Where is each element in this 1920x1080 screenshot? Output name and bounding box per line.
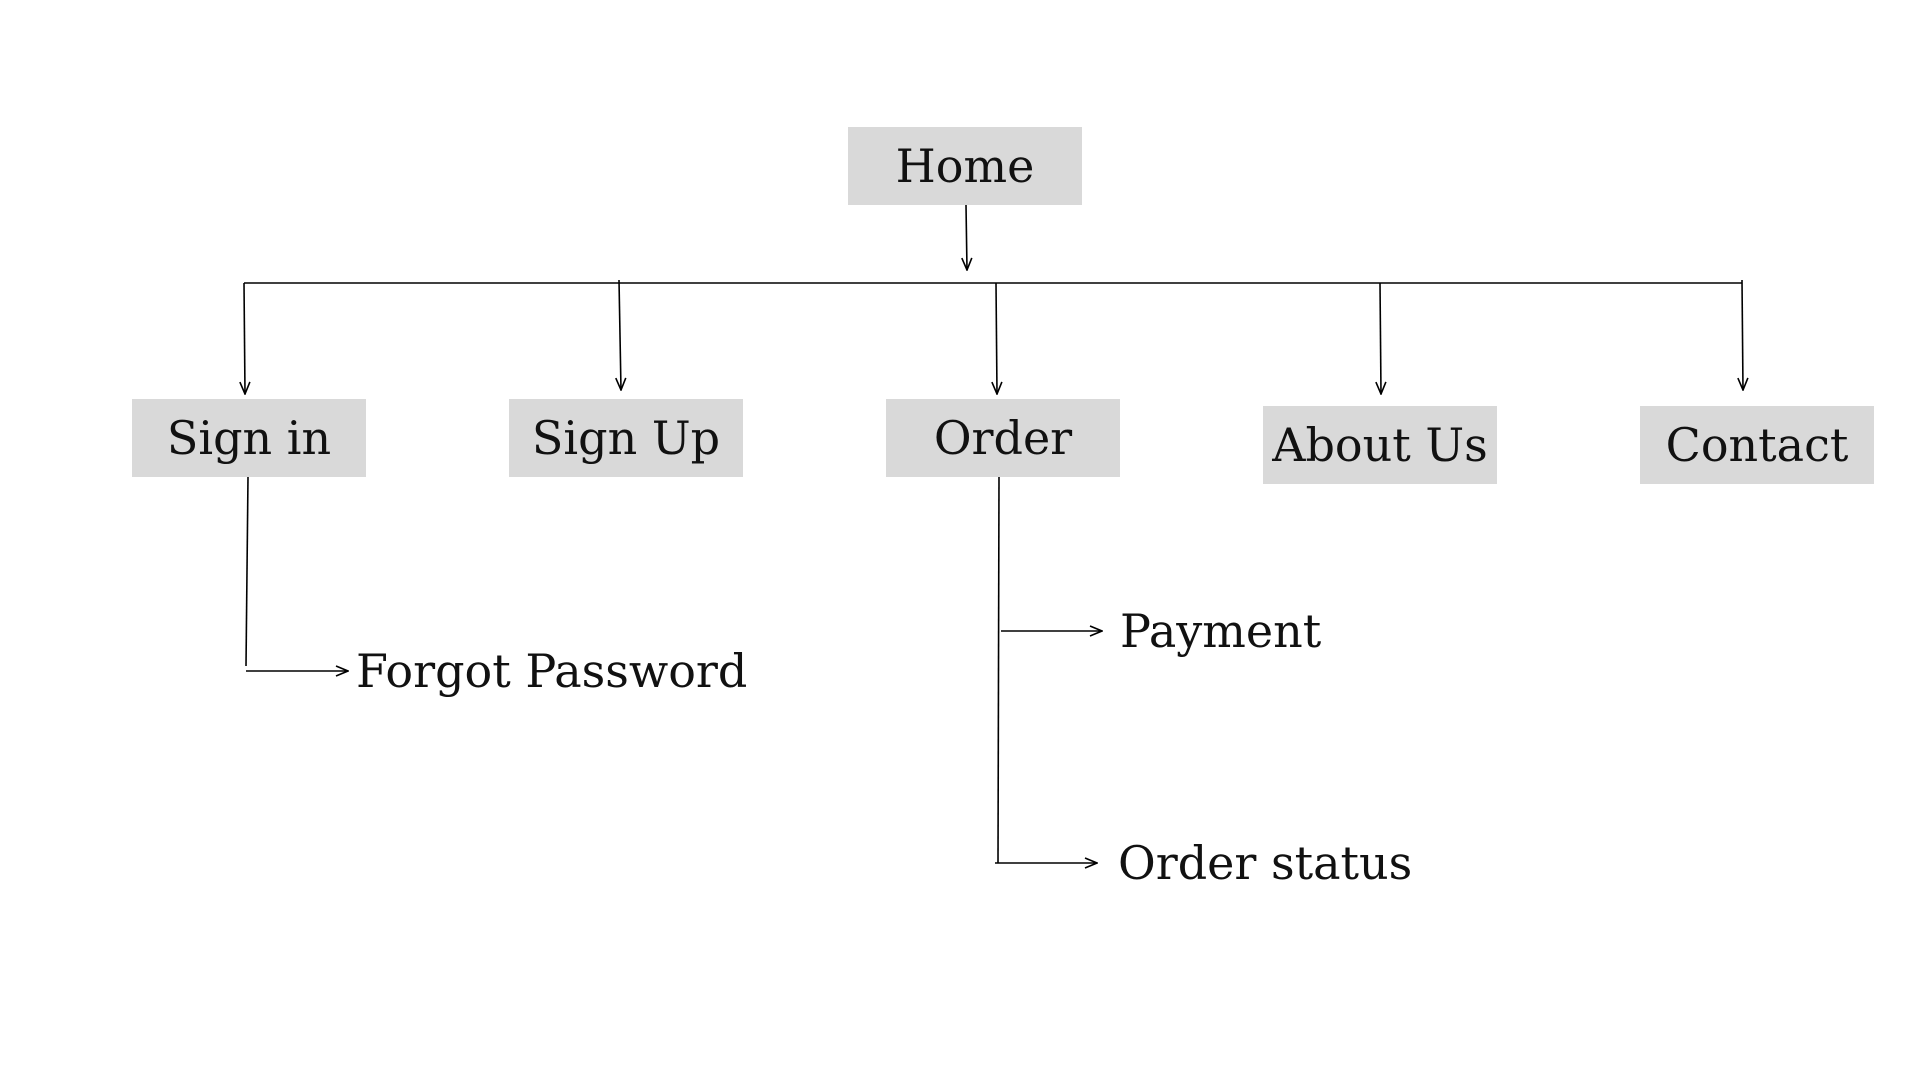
node-home-label: Home (895, 139, 1035, 193)
sign-in-connector-arrow (244, 282, 245, 394)
node-sign-in: Sign in (132, 399, 366, 477)
subitem-payment: Payment (1120, 604, 1322, 658)
node-order: Order (886, 399, 1120, 477)
node-home: Home (848, 127, 1082, 205)
node-sign-up: Sign Up (509, 399, 743, 477)
subitem-order-status: Order status (1118, 836, 1413, 890)
sign-up-connector-arrow (619, 279, 621, 390)
node-order-label: Order (933, 411, 1073, 465)
contact-connector-arrow (1742, 279, 1743, 390)
node-about-us: About Us (1263, 406, 1497, 484)
node-sign-in-label: Sign in (166, 411, 332, 465)
node-contact-label: Contact (1665, 418, 1849, 472)
sign-in-drop-line (245, 476, 249, 667)
node-sign-up-label: Sign Up (531, 411, 721, 465)
order-drop-line (997, 476, 1000, 864)
subitem-forgot-password: Forgot Password (356, 644, 748, 698)
node-contact: Contact (1640, 406, 1874, 484)
home-connector-arrow (966, 204, 967, 270)
order-connector-arrow (996, 282, 997, 394)
node-about-us-label: About Us (1272, 418, 1488, 472)
about-us-connector-arrow (1380, 282, 1381, 394)
